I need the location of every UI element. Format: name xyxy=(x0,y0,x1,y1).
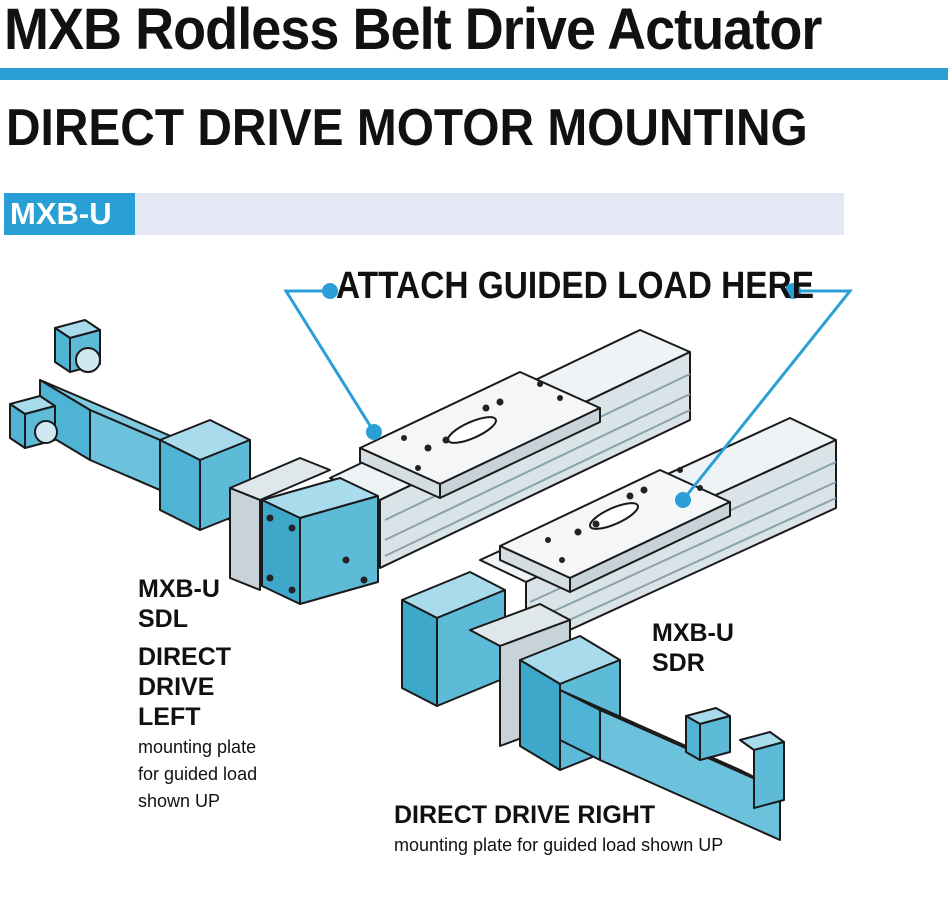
right-variant: SDR xyxy=(652,649,705,677)
left-line2: DRIVE xyxy=(138,673,215,701)
right-unit-model-labels: MXB-U SDR xyxy=(652,618,734,678)
left-model: MXB-U xyxy=(138,575,220,603)
right-heading: DIRECT DRIVE RIGHT xyxy=(394,801,656,829)
callout-label: ATTACH GUIDED LOAD HERE xyxy=(336,265,815,307)
left-desc3: shown UP xyxy=(138,791,221,811)
left-line3: LEFT xyxy=(138,703,201,731)
left-actuator xyxy=(9,319,691,605)
left-desc1: mounting plate xyxy=(138,737,257,757)
callout-dots xyxy=(322,283,801,508)
title-rule xyxy=(0,68,948,80)
right-actuator xyxy=(401,417,837,841)
right-desc: mounting plate for guided load shown UP xyxy=(394,835,724,855)
left-line1: DIRECT xyxy=(138,643,232,671)
left-unit-labels: MXB-U SDL DIRECT DRIVE LEFT mounting pla… xyxy=(138,574,257,815)
callout-leaders xyxy=(283,289,854,501)
page-title: MXB Rodless Belt Drive Actuator xyxy=(4,0,822,62)
model-bar xyxy=(4,193,844,235)
left-desc2: for guided load xyxy=(138,764,258,784)
model-tag: MXB-U xyxy=(4,193,135,235)
right-unit-desc: DIRECT DRIVE RIGHT mounting plate for gu… xyxy=(394,800,723,859)
section-heading: DIRECT DRIVE MOTOR MOUNTING xyxy=(6,99,808,157)
right-model: MXB-U xyxy=(652,619,734,647)
left-variant: SDL xyxy=(138,605,188,633)
